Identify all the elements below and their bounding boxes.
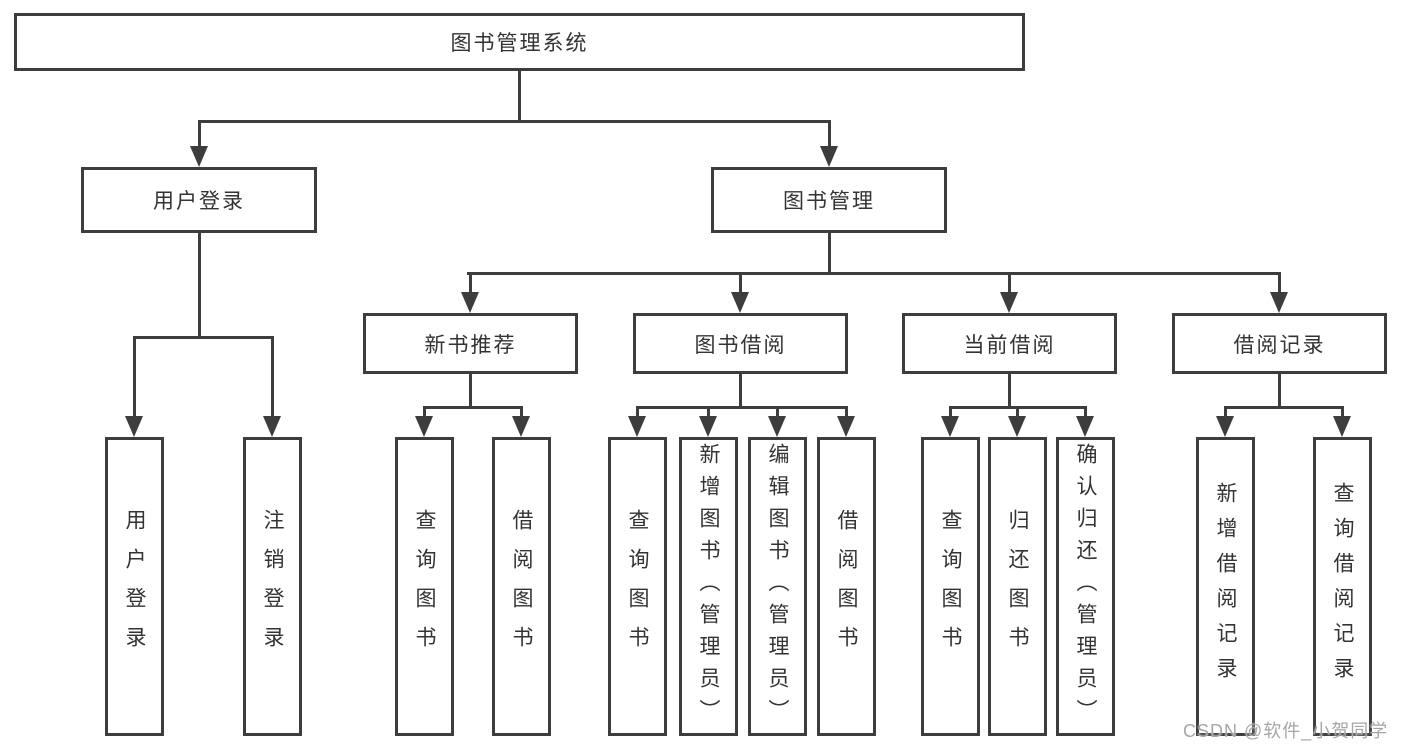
leaf-confirm-return-admin: 确认归还（管理员） — [1056, 437, 1115, 736]
edge-leaf-stem — [520, 406, 523, 419]
arrowhead-icon — [837, 416, 855, 437]
arrowhead-icon — [125, 416, 143, 437]
node-book-management: 图书管理 — [711, 167, 947, 233]
arrowhead-icon — [1076, 416, 1094, 437]
arrowhead-icon — [731, 292, 749, 313]
edge-to-current-borrow — [1008, 272, 1011, 295]
edge-to-borrow-records — [1278, 272, 1281, 295]
arrowhead-icon — [941, 416, 959, 437]
edge-book-management-drop — [828, 233, 831, 272]
leaf-query-books-current: 查询图书 — [921, 437, 980, 736]
csdn-watermark: CSDN @软件_小贺同学 — [1183, 721, 1389, 741]
edge-current-borrow-drop — [1008, 374, 1011, 406]
edge-leaf-stem — [845, 406, 848, 419]
leaf-query-books-borrowing: 查询图书 — [608, 437, 667, 736]
edge-leaf-stem — [636, 406, 639, 419]
edge-leaf-stem — [776, 406, 779, 419]
node-new-book-recommendation: 新书推荐 — [363, 313, 578, 374]
edge-to-book-management — [828, 120, 831, 148]
edge-root-split — [198, 120, 831, 123]
edge-user-login-split — [133, 336, 274, 339]
edge-leaf-stem — [1016, 406, 1019, 419]
leaf-borrow-books: 借阅图书 — [817, 437, 876, 736]
leaf-borrow-books-recommend: 借阅图书 — [492, 437, 551, 736]
edge-borrow-records-split — [1224, 406, 1344, 409]
node-borrowing-records: 借阅记录 — [1172, 313, 1387, 374]
arrowhead-icon — [1270, 292, 1288, 313]
edge-leaf-stem — [949, 406, 952, 419]
edge-leaf-stem — [1224, 406, 1227, 419]
edge-leaf-stem — [1341, 406, 1344, 419]
edge-book-borrow-split — [636, 406, 848, 409]
leaf-return-books: 归还图书 — [988, 437, 1047, 736]
edge-to-book-borrow — [739, 272, 742, 295]
arrowhead-icon — [190, 146, 208, 167]
leaf-add-borrow-record: 新增借阅记录 — [1196, 437, 1255, 736]
node-user-login: 用户登录 — [81, 167, 317, 233]
leaf-query-borrow-record: 查询借阅记录 — [1313, 437, 1372, 736]
node-library-management-system: 图书管理系统 — [14, 13, 1025, 71]
arrowhead-icon — [1000, 292, 1018, 313]
edge-to-logout-leaf — [271, 336, 274, 418]
edge-to-new-book — [469, 272, 472, 295]
edge-borrow-records-drop — [1278, 374, 1281, 406]
leaf-logout: 注销登录 — [243, 437, 302, 736]
edge-book-borrow-drop — [739, 374, 742, 406]
arrowhead-icon — [512, 416, 530, 437]
arrowhead-icon — [820, 146, 838, 167]
arrowhead-icon — [1008, 416, 1026, 437]
arrowhead-icon — [628, 416, 646, 437]
arrowhead-icon — [1216, 416, 1234, 437]
edge-leaf-stem — [707, 406, 710, 419]
leaf-add-books-admin: 新增图书（管理员） — [679, 437, 738, 736]
arrowhead-icon — [415, 416, 433, 437]
edge-book-management-split — [467, 272, 1281, 275]
edge-user-login-drop — [198, 233, 201, 336]
edge-leaf-stem — [1084, 406, 1087, 419]
edge-to-user-login — [198, 120, 201, 148]
edge-new-book-drop — [469, 374, 472, 406]
arrowhead-icon — [1333, 416, 1351, 437]
arrowhead-icon — [263, 416, 281, 437]
leaf-edit-books-admin: 编辑图书（管理员） — [748, 437, 807, 736]
edge-new-book-split — [423, 406, 523, 409]
arrowhead-icon — [461, 292, 479, 313]
node-book-borrowing: 图书借阅 — [633, 313, 848, 374]
leaf-user-login: 用户登录 — [105, 437, 164, 736]
arrowhead-icon — [699, 416, 717, 437]
arrowhead-icon — [768, 416, 786, 437]
leaf-query-books-recommend: 查询图书 — [395, 437, 454, 736]
node-current-borrowing: 当前借阅 — [902, 313, 1117, 374]
edge-to-user-login-leaf — [133, 336, 136, 418]
edge-root-drop — [518, 71, 521, 120]
edge-leaf-stem — [423, 406, 426, 419]
